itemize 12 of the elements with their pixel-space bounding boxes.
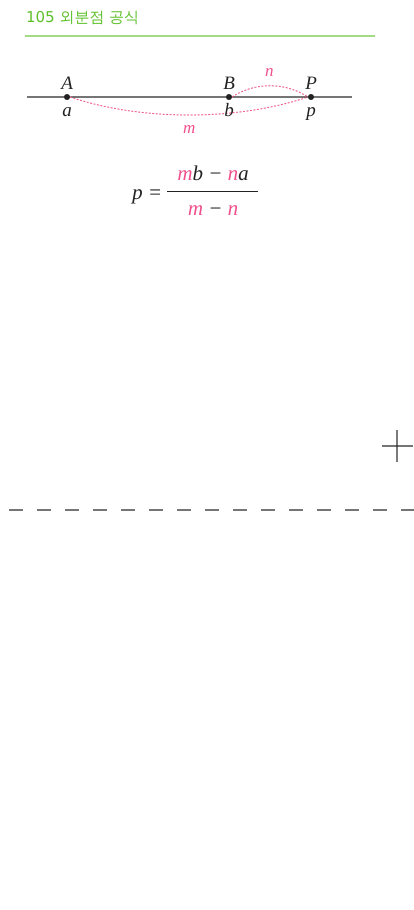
point-label: B — [222, 74, 236, 93]
section-title: 105 외분점 공식 — [26, 8, 140, 27]
coordinate-label: b — [223, 101, 235, 120]
point-label: A — [59, 74, 74, 93]
coordinate-label: p — [304, 101, 317, 120]
formula-denominator: m − n — [186, 198, 240, 219]
formula-lhs: p = — [130, 182, 162, 203]
point-label: P — [304, 74, 318, 93]
formula-numerator: mb − na — [176, 163, 250, 184]
coordinate-label: a — [61, 101, 73, 120]
distance-arc — [70, 96, 308, 116]
distance-arc — [232, 85, 308, 98]
